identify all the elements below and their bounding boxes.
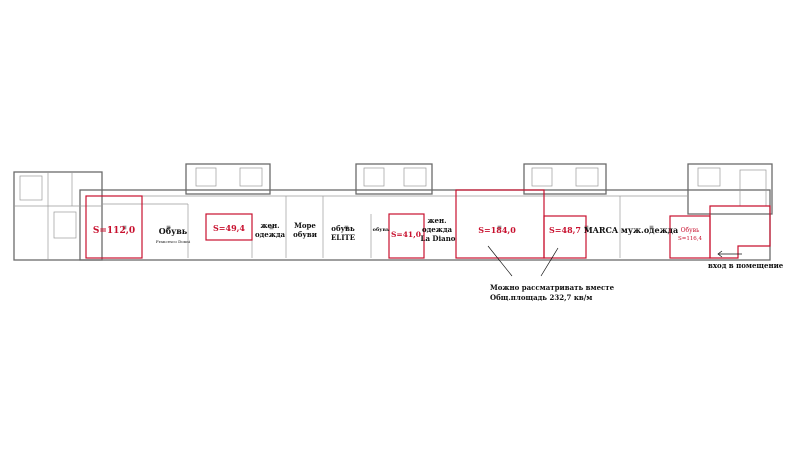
unit-116-annex [709,205,771,259]
tenant-elite-2: ELITE [331,233,355,242]
unit-48 [543,215,587,259]
unit-49 [205,213,253,241]
entrance-note: вход в помещение [708,261,784,270]
combine-note-1: Можно рассматривать вместе [490,283,615,292]
unit-41 [388,213,425,259]
unit-112 [85,195,143,259]
tenant-elite-1: обувь [331,224,355,233]
tenant-more: Море [294,221,316,230]
tenant-zhen-1: жен. [260,221,279,230]
leader-line-184 [487,245,513,277]
tenant-obuvi: обуви [293,230,317,239]
entrance-arrow-head [717,250,723,258]
leader-line-48 [540,247,559,277]
building-outline [13,163,773,261]
area-label-49: S=49,4 [213,223,245,233]
tenant-odezhda-2: одежда [422,225,453,234]
area-label-48: S=48,7 [549,225,581,235]
area-label-41: S=41,0 [391,230,421,239]
tenant-odezhda-1: одежда [255,230,286,239]
tenant-label-116: Обувь [681,227,700,234]
unit-184 [455,189,545,259]
tenant-francesco: Francesco Donni [156,239,191,244]
tenant-obuv: Обувь [159,226,188,236]
tenant-zhen-2: жен. [427,216,446,225]
tenant-obuv-small: обувь [373,226,390,233]
combine-note-2: Общ.площадь 232,7 кв/м [490,293,592,302]
tenant-marca: MARCA муж.одежда [584,225,678,235]
tenant-la-diano: La Diano [421,234,456,243]
area-label-184: S=184,0 [478,225,516,235]
area-label-112: S=112,0 [93,226,135,236]
area-label-116: S=116,4 [678,236,703,242]
